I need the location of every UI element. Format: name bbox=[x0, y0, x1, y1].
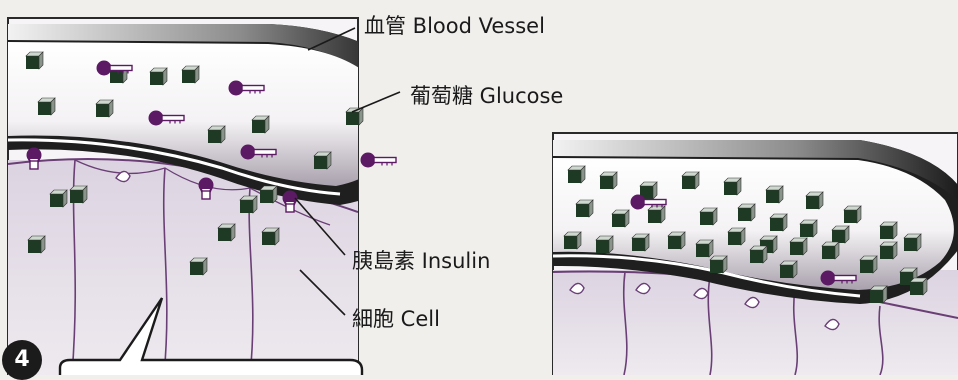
glucose-molecule bbox=[766, 186, 783, 203]
glucose-molecule bbox=[710, 256, 727, 273]
glucose-molecule bbox=[904, 234, 921, 251]
glucose-molecule bbox=[252, 116, 269, 133]
glucose-molecule bbox=[770, 214, 787, 231]
glucose-molecule bbox=[218, 224, 235, 241]
glucose-molecule bbox=[96, 100, 113, 117]
glucose-molecule bbox=[822, 242, 839, 259]
glucose-molecule bbox=[696, 240, 713, 257]
glucose-molecule bbox=[576, 200, 593, 217]
glucose-molecule bbox=[260, 186, 277, 203]
glucose-molecule bbox=[612, 210, 629, 227]
glucose-molecule bbox=[844, 206, 861, 223]
glucose-molecule bbox=[28, 236, 45, 253]
glucose-molecule bbox=[860, 256, 877, 273]
glucose-molecule bbox=[568, 166, 585, 183]
glucose-molecule bbox=[780, 261, 797, 278]
glucose-molecule bbox=[190, 258, 207, 275]
glucose-molecule bbox=[806, 192, 823, 209]
glucose-molecule bbox=[314, 152, 331, 169]
glucose-molecule bbox=[738, 204, 755, 221]
glucose-molecule bbox=[790, 238, 807, 255]
glucose-molecule bbox=[648, 206, 665, 223]
glucose-molecule bbox=[70, 186, 87, 203]
glucose-molecule bbox=[600, 172, 617, 189]
glucose-molecule bbox=[50, 190, 67, 207]
glucose-molecule bbox=[880, 222, 897, 239]
glucose-molecule bbox=[182, 66, 199, 83]
glucose-molecule bbox=[262, 228, 279, 245]
glucose-molecule bbox=[870, 286, 887, 303]
glucose-molecule bbox=[240, 196, 257, 213]
glucose-molecule bbox=[208, 126, 225, 143]
glucose-molecule bbox=[724, 178, 741, 195]
glucose-molecule bbox=[832, 226, 849, 243]
step-badge: 4 bbox=[2, 340, 42, 380]
label-cell: 細胞 Cell bbox=[352, 303, 440, 333]
glucose-molecule bbox=[38, 98, 55, 115]
glucose-molecule bbox=[632, 234, 649, 251]
right-panel bbox=[553, 133, 958, 375]
insulin-molecule bbox=[361, 153, 397, 168]
glucose-molecule bbox=[26, 52, 43, 69]
label-blood-vessel: 血管 Blood Vessel bbox=[364, 10, 545, 40]
glucose-molecule bbox=[150, 68, 167, 85]
glucose-molecule bbox=[728, 228, 745, 245]
glucose-molecule bbox=[750, 246, 767, 263]
leader-glucose bbox=[352, 92, 400, 112]
glucose-molecule bbox=[880, 242, 897, 259]
glucose-molecule bbox=[596, 236, 613, 253]
glucose-molecule bbox=[700, 208, 717, 225]
glucose-molecule bbox=[800, 220, 817, 237]
label-glucose: 葡萄糖 Glucose bbox=[410, 80, 563, 110]
glucose-molecule bbox=[910, 278, 927, 295]
glucose-molecule bbox=[668, 232, 685, 249]
glucose-molecule bbox=[682, 172, 699, 189]
label-insulin: 胰島素 Insulin bbox=[352, 245, 490, 275]
glucose-molecule bbox=[564, 232, 581, 249]
